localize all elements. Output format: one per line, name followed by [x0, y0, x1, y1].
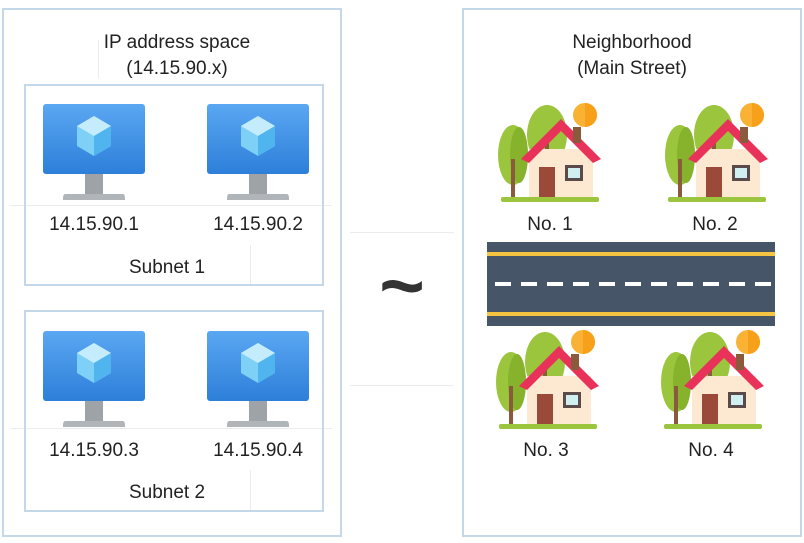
divider-line [250, 245, 251, 285]
subnet-label: Subnet 1 [128, 257, 206, 278]
monitor-icon [207, 331, 309, 427]
divider-line [98, 40, 99, 78]
house-number-label: No. 4 [688, 440, 734, 461]
house-number-label: No. 2 [692, 214, 738, 235]
road-icon [487, 242, 775, 326]
house-icon [498, 103, 601, 202]
monitor-icon [207, 104, 309, 200]
subnet-2-box [24, 310, 324, 512]
approximately-symbol: ~ [379, 241, 425, 329]
divider-line [10, 205, 332, 206]
ip-space-range: (14.15.90.x) [126, 58, 228, 79]
divider-line [10, 428, 332, 429]
divider-line [350, 385, 454, 386]
divider-line [250, 470, 251, 510]
host-ip-label: 14.15.90.3 [49, 440, 139, 461]
house-icon [496, 330, 599, 429]
monitor-icon [43, 331, 145, 427]
house-number-label: No. 3 [523, 440, 569, 461]
host-ip-label: 14.15.90.2 [213, 214, 303, 235]
host-ip-label: 14.15.90.1 [49, 214, 139, 235]
subnet-label: Subnet 2 [128, 482, 206, 503]
neighborhood-street: (Main Street) [577, 58, 687, 79]
house-icon [665, 103, 768, 202]
ip-address-space-panel [2, 8, 342, 537]
neighborhood-title: Neighborhood [572, 32, 692, 53]
neighborhood-panel [462, 8, 802, 537]
monitor-icon [43, 104, 145, 200]
host-ip-label: 14.15.90.4 [213, 440, 303, 461]
subnet-1-box [24, 84, 324, 286]
divider-line [350, 232, 454, 233]
house-icon [661, 330, 764, 429]
house-number-label: No. 1 [527, 214, 573, 235]
ip-space-title: IP address space [103, 32, 251, 53]
